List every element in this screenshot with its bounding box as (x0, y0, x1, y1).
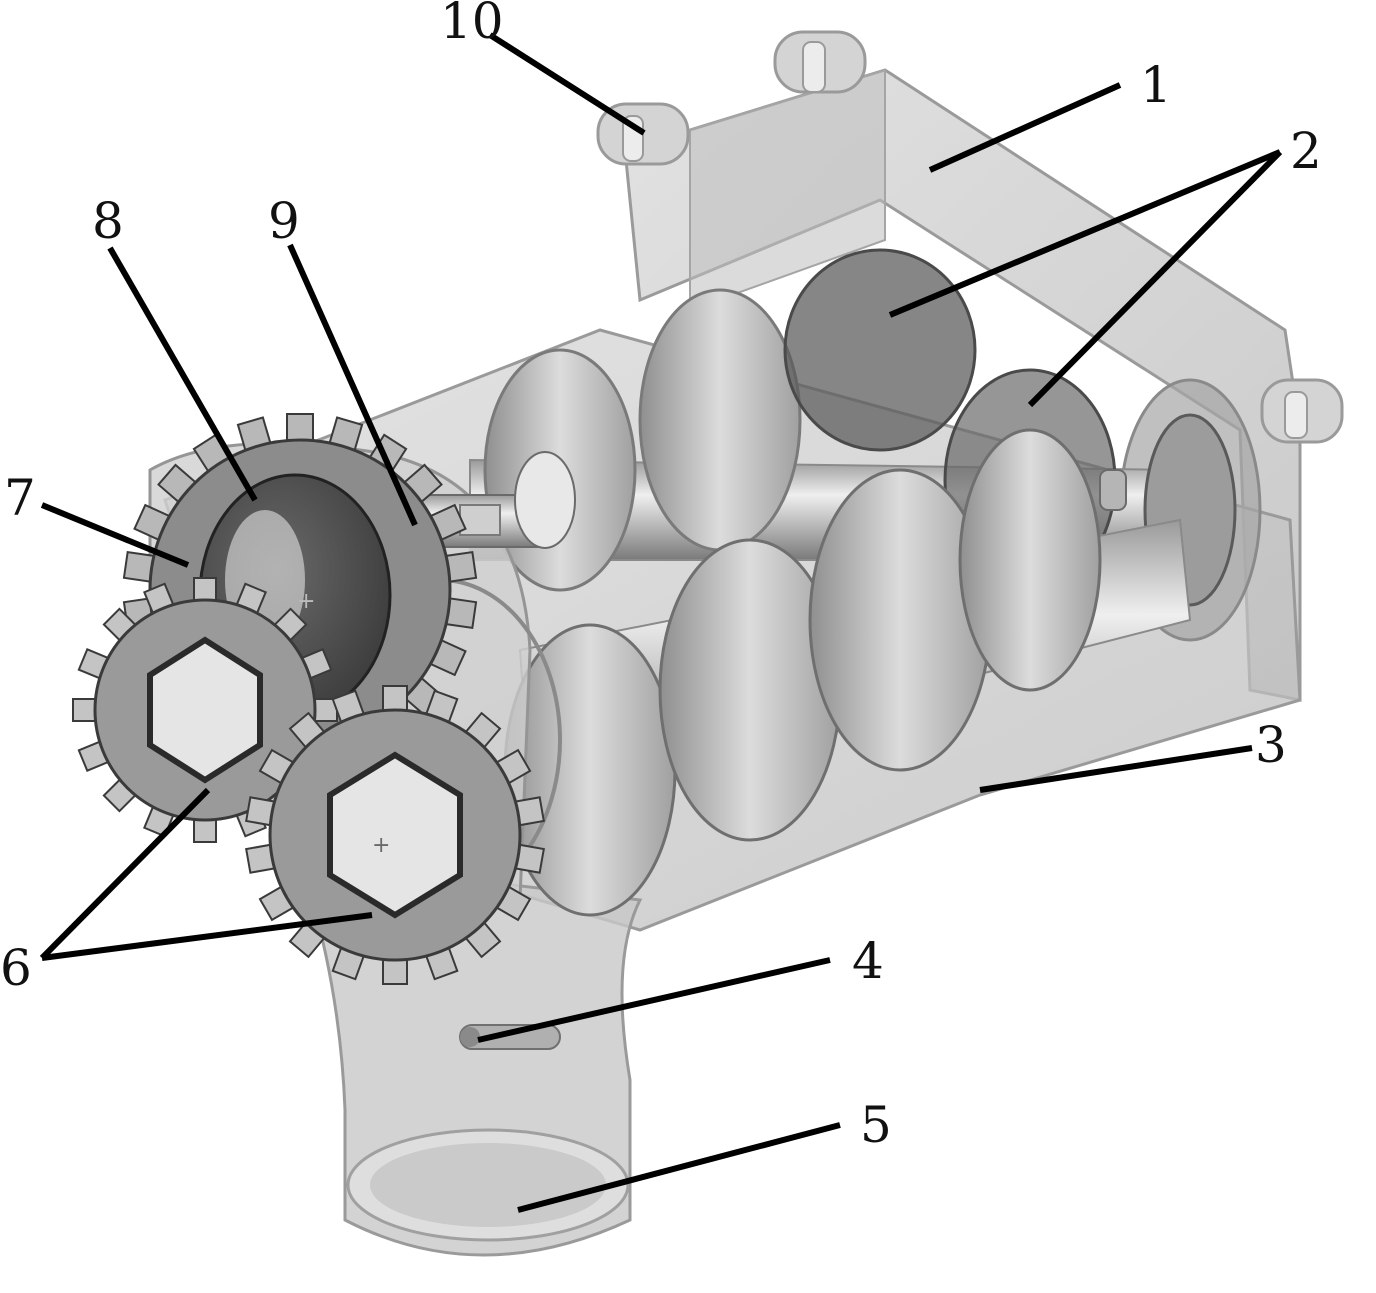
svg-text:+: + (297, 589, 315, 614)
lower-screw (503, 428, 1192, 917)
label-8: 8 (92, 192, 124, 250)
leader-lines (39, 32, 1283, 1213)
label-5: 5 (860, 1096, 892, 1154)
hopper-box (596, 30, 1344, 702)
label-1: 1 (1140, 56, 1172, 114)
label-10: 10 (440, 0, 504, 50)
label-9: 9 (268, 192, 300, 250)
transmission-gear: + (245, 685, 545, 985)
leader-6a (39, 787, 211, 961)
leader-8 (107, 246, 258, 502)
mounting-lug (773, 30, 867, 94)
leader-7 (40, 502, 190, 568)
drain-pin (459, 1024, 561, 1050)
leader-4 (477, 957, 831, 1043)
label-3: 3 (1255, 716, 1287, 774)
leader-2a (888, 149, 1282, 318)
leader-5 (517, 1122, 841, 1213)
label-7: 7 (4, 469, 36, 527)
svg-text:+: + (372, 833, 390, 858)
label-2: 2 (1290, 122, 1322, 180)
mounting-lug (1260, 378, 1344, 444)
leader-10 (488, 32, 646, 136)
leader-6b (41, 912, 373, 961)
leader-9 (287, 243, 418, 527)
part-labels: 1 2 3 4 5 6 7 8 9 10 (0, 0, 1322, 1154)
leader-2b (1027, 149, 1283, 408)
leader-1 (928, 82, 1122, 173)
label-4: 4 (852, 932, 884, 990)
leader-3 (979, 745, 1253, 793)
label-6: 6 (0, 939, 32, 997)
